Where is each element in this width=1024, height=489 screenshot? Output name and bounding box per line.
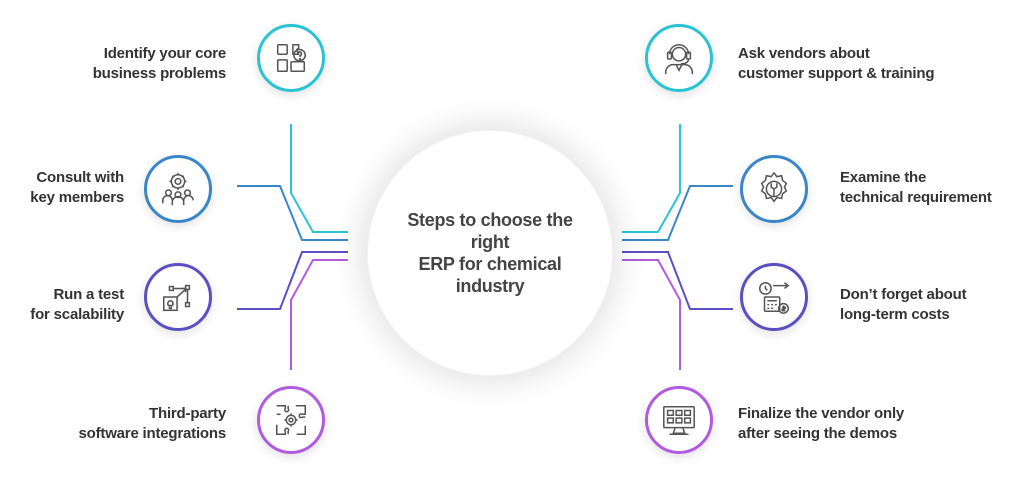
node-consult [144, 155, 212, 223]
label-line: Identify your core [103, 45, 226, 62]
puzzle-question-icon [276, 43, 307, 73]
label-line: after seeing the demos [738, 425, 897, 442]
title-line: Steps to choose the right [407, 210, 573, 252]
label-line: Examine the [840, 169, 927, 186]
gear-wrench-icon [760, 171, 788, 203]
label-costs: Don’t forget about long-term costs [840, 285, 1020, 325]
puzzle-gear-icon [275, 404, 307, 436]
label-technical: Examine the technical requirement [840, 168, 1020, 208]
connector-demos [622, 259, 681, 370]
label-line: Consult with [36, 169, 124, 186]
label-line: key members [30, 189, 124, 206]
node-costs [740, 263, 808, 331]
title-line: ERP for chemical [418, 254, 562, 274]
label-test: Run a test for scalability [0, 285, 124, 325]
diagram-title: Steps to choose the right ERP for chemic… [400, 209, 580, 297]
center-circle: Steps to choose the right ERP for chemic… [368, 131, 612, 375]
scalability-diagram-icon [162, 284, 191, 312]
node-demos [645, 386, 713, 454]
node-technical [740, 155, 808, 223]
label-consult: Consult with key members [0, 168, 124, 208]
connector-test [237, 251, 348, 310]
node-support [645, 24, 713, 92]
label-line: for scalability [30, 306, 124, 323]
label-line: software integrations [78, 425, 227, 442]
label-line: Ask vendors about [738, 45, 870, 62]
label-identify: Identify your core business problems [0, 44, 227, 84]
headset-agent-icon [664, 43, 694, 75]
node-test [144, 263, 212, 331]
connector-costs [622, 251, 733, 310]
monitor-grid-icon [663, 405, 695, 436]
label-line: Third-party [149, 405, 226, 422]
label-support: Ask vendors about customer support & tra… [738, 44, 968, 84]
label-line: business problems [92, 65, 227, 82]
node-integrations [257, 386, 325, 454]
team-gear-icon [162, 172, 194, 206]
label-line: technical requirement [840, 189, 992, 206]
node-identify [257, 24, 325, 92]
label-line: customer support & training [738, 65, 935, 82]
connector-technical [622, 185, 733, 241]
connector-integrations [290, 259, 348, 370]
calculator-clock-icon [758, 281, 790, 314]
connector-support [622, 124, 681, 233]
title-line: industry [455, 276, 525, 296]
label-line: Finalize the vendor only [738, 405, 905, 422]
connector-consult [237, 185, 348, 241]
label-line: Run a test [53, 286, 124, 303]
connector-identify [290, 124, 348, 233]
label-demos: Finalize the vendor only after seeing th… [738, 404, 968, 444]
label-line: long-term costs [840, 306, 950, 323]
label-line: Don’t forget about [840, 286, 967, 303]
label-integrations: Third-party software integrations [0, 404, 227, 444]
